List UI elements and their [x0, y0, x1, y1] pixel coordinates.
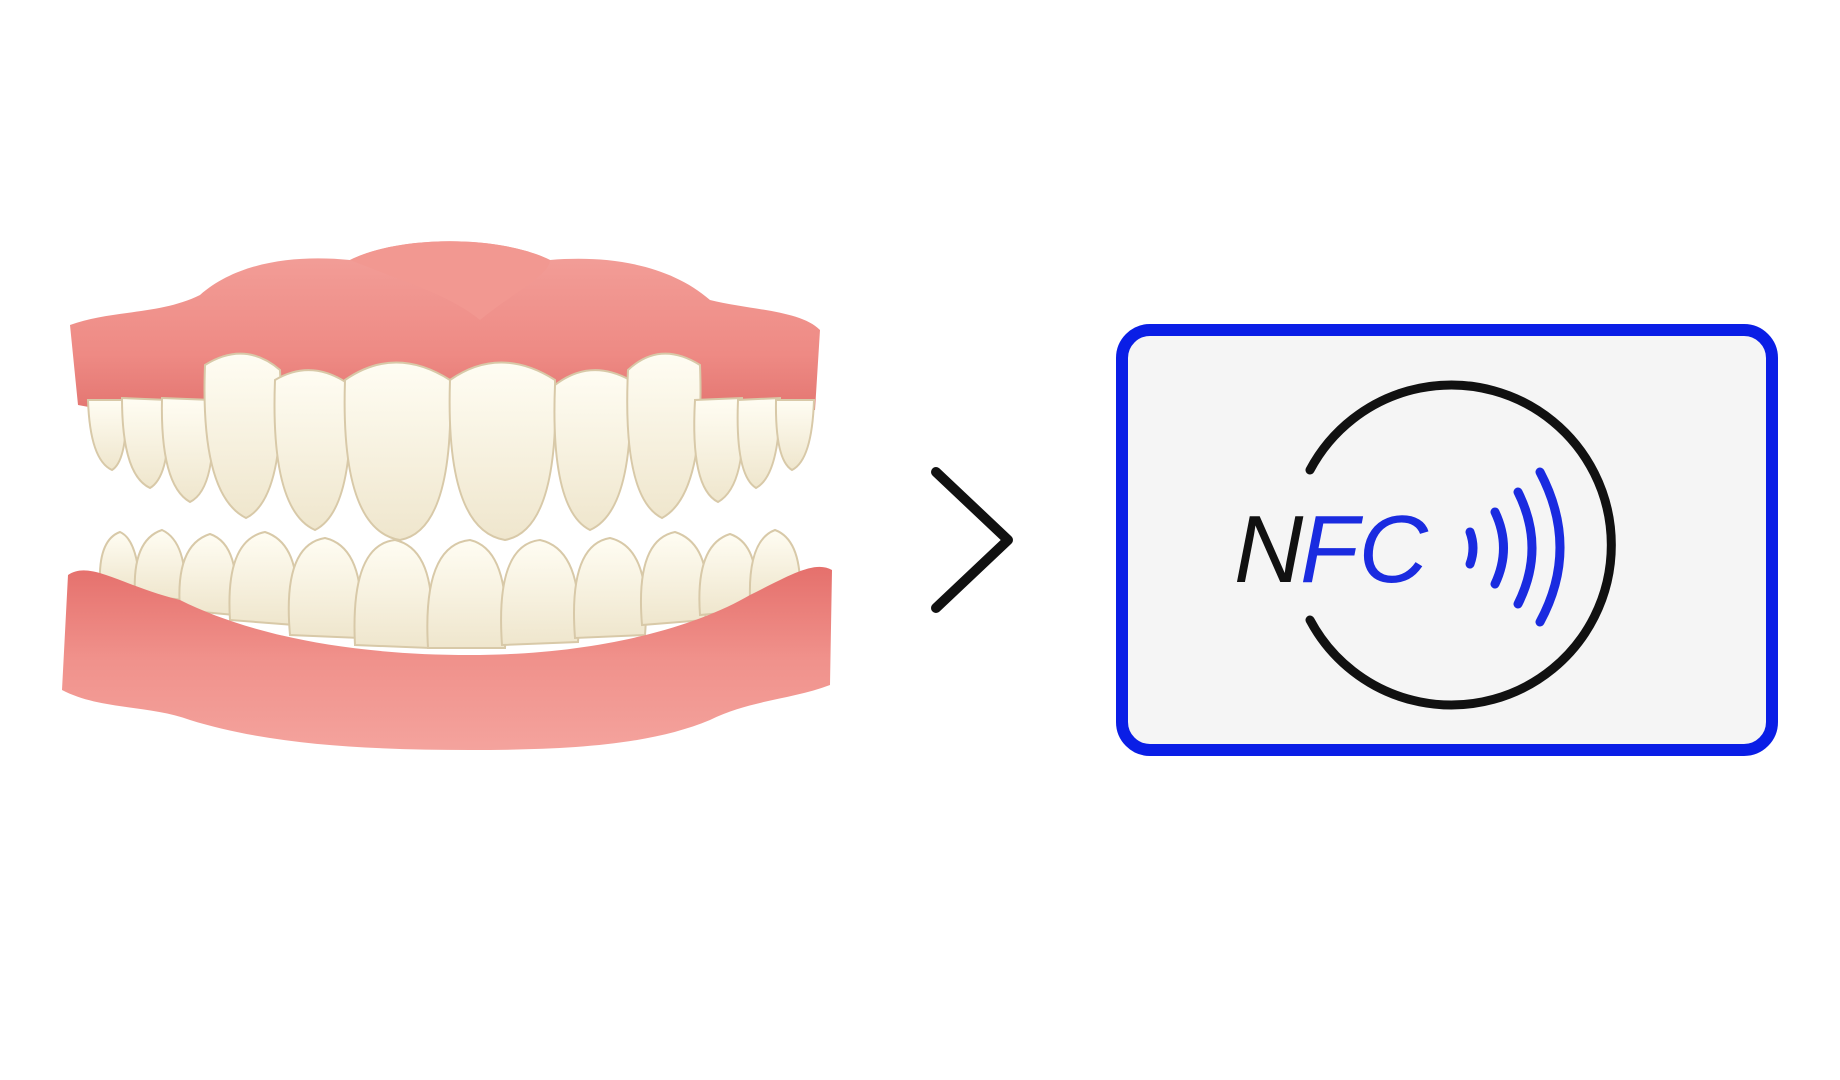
dentures-icon — [62, 241, 832, 750]
nfc-card-icon: N FC — [1116, 324, 1778, 756]
chevron-right-icon — [931, 467, 1013, 613]
contactless-waves-icon — [1465, 467, 1565, 627]
nfc-label-n: N — [1234, 496, 1304, 603]
nfc-label-fc: FC — [1300, 496, 1429, 603]
nfc-ring — [1305, 380, 1616, 710]
card-border — [1116, 324, 1778, 756]
